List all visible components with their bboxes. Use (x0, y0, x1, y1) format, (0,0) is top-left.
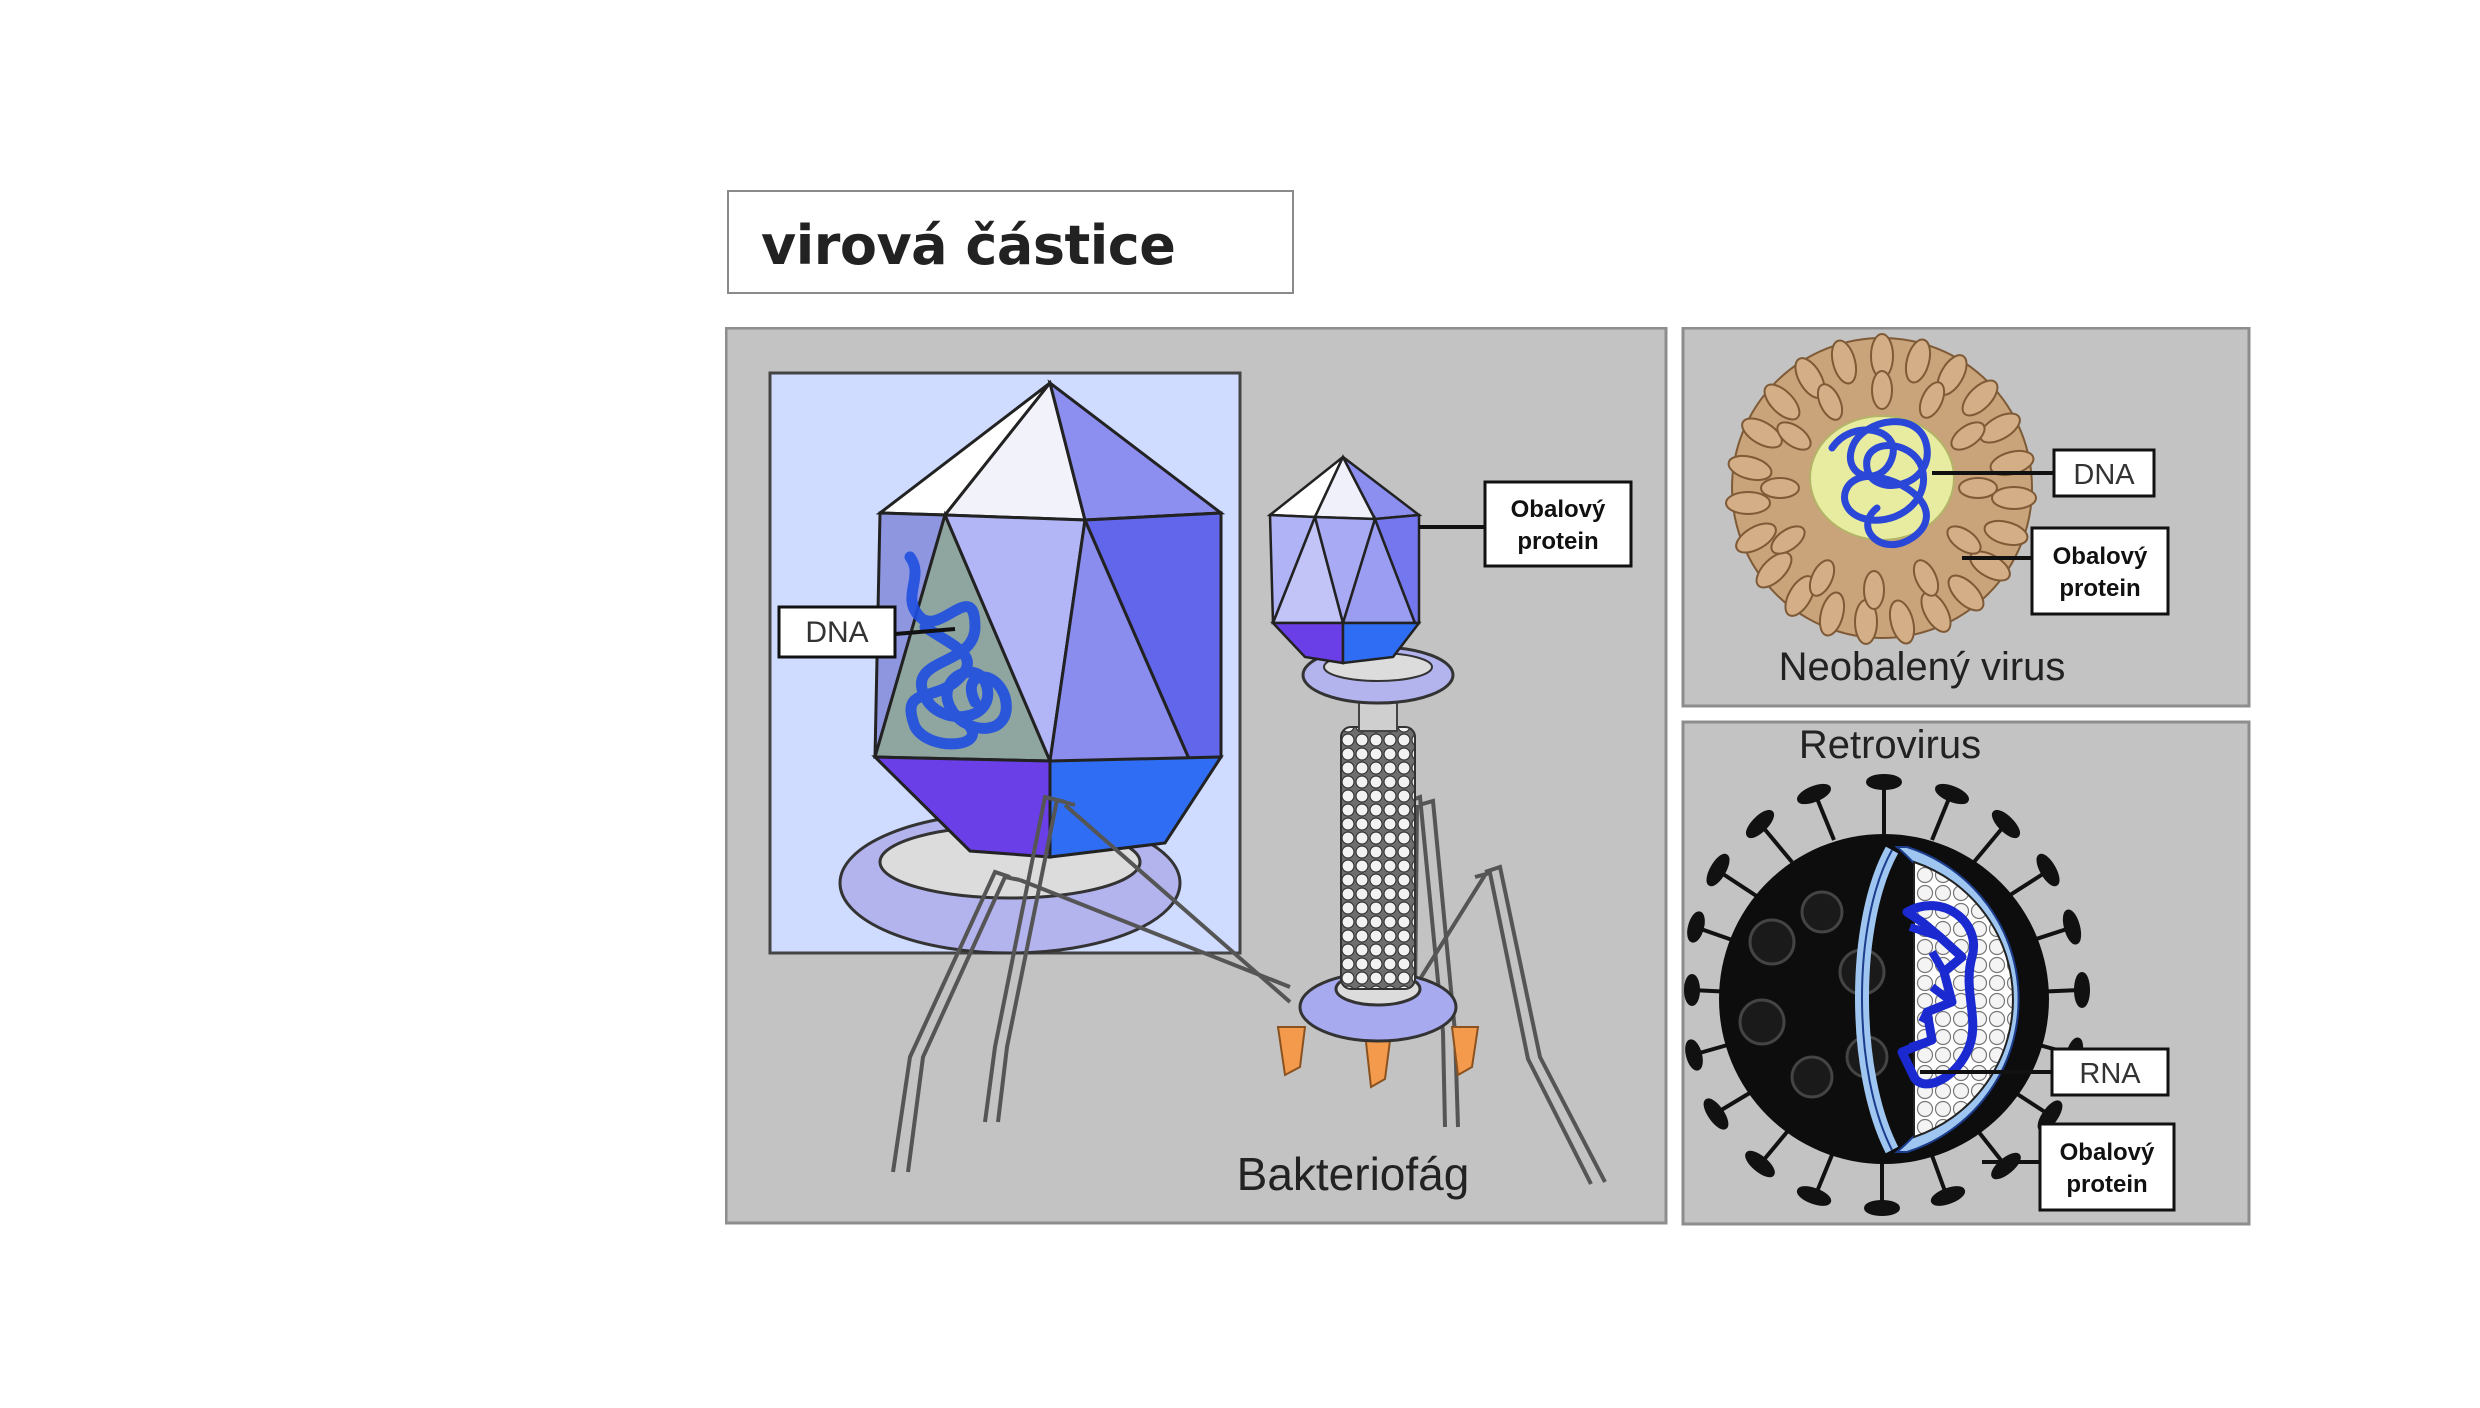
page-title: virová částice (761, 214, 1176, 277)
rna-chain-icon (1897, 901, 1978, 1089)
label-dna-nonenv: DNA (2073, 459, 2135, 491)
label-dna-phage: DNA (805, 616, 868, 649)
label-coat-nonenv-1: Obalový (2053, 543, 2148, 570)
dna-coil-icon (1828, 418, 1931, 548)
label-coat-nonenv-2: protein (2059, 575, 2140, 602)
caption-bacteriophage: Bakteriofág (1237, 1148, 1470, 1200)
phage-head (1266, 454, 1423, 665)
caption-non-enveloped: Neobalený virus (1779, 645, 2066, 689)
virus-diagram: DNA (725, 327, 2252, 1228)
label-coat-phage-2: protein (1517, 528, 1598, 555)
tail-spikes (1276, 1026, 1480, 1089)
dna-strand-icon (904, 551, 1012, 750)
retrovirus-panel: Retrovirus (1681, 720, 2251, 1226)
label-coat-retro-2: protein (2066, 1171, 2147, 1198)
bacteriophage-panel: DNA (725, 327, 1668, 1225)
title-box: virová částice (727, 190, 1294, 294)
label-coat-retro-1: Obalový (2060, 1139, 2155, 1166)
label-rna: RNA (2079, 1058, 2141, 1090)
non-enveloped-panel: DNA Obalový protein Neobalený virus (1681, 327, 2251, 708)
caption-retrovirus: Retrovirus (1799, 723, 1981, 767)
capsid-inset: DNA (768, 371, 1242, 955)
label-coat-phage-1: Obalový (1511, 496, 1606, 523)
tail-sheath (1340, 726, 1416, 990)
